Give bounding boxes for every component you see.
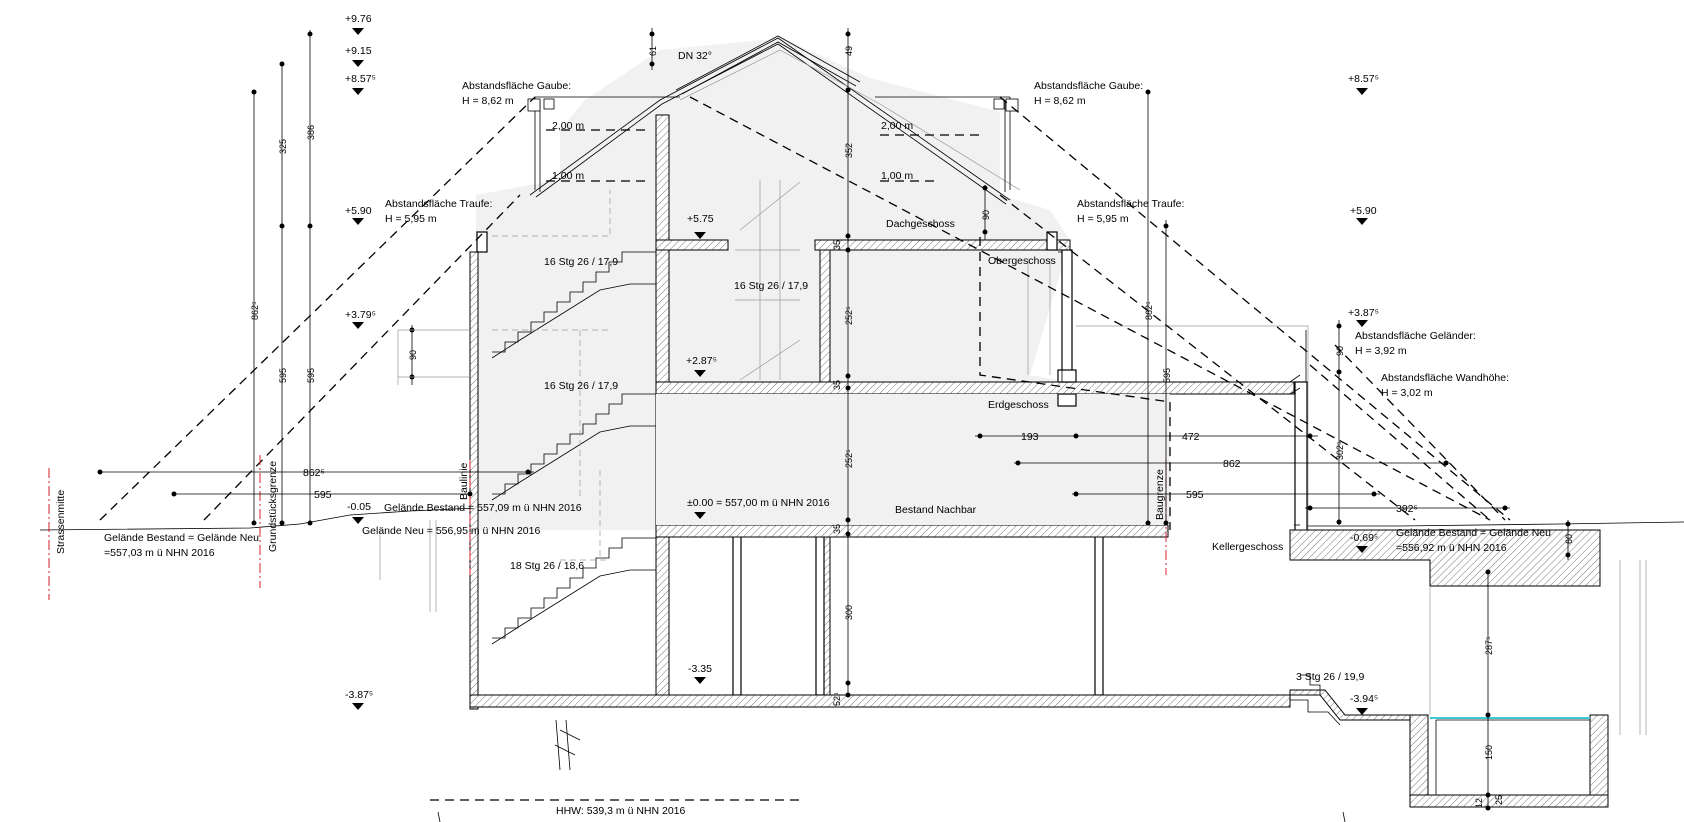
annotations: DN 32° Abstandsfläche Gaube: H = 8,62 m … [55, 50, 1551, 817]
dimension-lines [97, 28, 1571, 822]
dimension-label: 61 [648, 46, 658, 56]
dormer-left-eave [527, 98, 541, 112]
level-label: ±0.00 = 557,00 m ü NHN 2016 [687, 497, 830, 509]
level-markers [352, 28, 1368, 715]
property-line-label: Grundstücksgrenze [267, 461, 279, 552]
eaves-left-height: H = 5,95 m [385, 213, 437, 225]
offset-label: 1,00 m [552, 170, 584, 182]
level-label: +9.76 [345, 13, 372, 25]
roof-pitch-label: DN 32° [678, 50, 712, 62]
railing-title: Abstandsfläche Geländer: [1355, 330, 1476, 342]
street-center-label: Strassenmitte [55, 490, 67, 554]
dimension-label: 595 [306, 368, 316, 383]
building-line-label: Baulinie [458, 462, 470, 500]
dimension-label: 25 [1494, 795, 1504, 805]
dimension-label: 595 [1162, 368, 1172, 383]
structure [469, 114, 1647, 808]
eaves-right-height: H = 5,95 m [1077, 213, 1129, 225]
flood-level-label: HHW: 539,3 m ü NHN 2016 [556, 805, 686, 817]
level-label: +9.15 [345, 45, 372, 57]
room-labels: Dachgeschoss Obergeschoss Erdgeschoss Be… [510, 218, 1364, 683]
eaves-left-title: Abstandsfläche Traufe: [385, 198, 492, 210]
dimension-label: 35 [832, 524, 842, 534]
dimension-label: 90 [408, 350, 418, 360]
gable-left-height: H = 8,62 m [462, 95, 514, 107]
room-cellar: Kellergeschoss [1212, 541, 1283, 553]
dimension-label: 90 [1335, 346, 1345, 356]
wall-height-value: H = 3,02 m [1381, 387, 1433, 399]
building-limit-label: Baugrenze [1154, 469, 1166, 520]
level-label: +3.79⁵ [345, 309, 376, 321]
eaves-right-title: Abstandsfläche Traufe: [1077, 198, 1184, 210]
gable-right-title: Abstandsfläche Gaube: [1034, 80, 1143, 92]
dimension-label: 325 [278, 139, 288, 154]
railing-height: H = 3,92 m [1355, 345, 1407, 357]
level-label: +5.75 [687, 213, 714, 225]
dimension-label: 287⁵ [1484, 636, 1494, 655]
dimension-label: 862 [1223, 458, 1241, 470]
dimension-label: 35 [832, 380, 842, 390]
offset-label: 2,00 m [881, 120, 913, 132]
terrain-mid-label: Gelände Bestand = 557,09 m ü NHN 2016 [384, 502, 582, 514]
level-label: +8.57⁵ [1348, 73, 1379, 85]
dimension-label: 252⁵ [844, 306, 854, 325]
dimension-label: 386 [306, 125, 316, 140]
room-attic: Dachgeschoss [886, 218, 955, 230]
dimension-label: 352 [844, 143, 854, 158]
stair-label: 18 Stg 26 / 18,6 [510, 560, 584, 572]
stair-label: 16 Stg 26 / 17,9 [734, 280, 808, 292]
terrain-right-label: Gelände Bestand = Gelände Neu [1396, 527, 1551, 539]
dimension-label: 300 [844, 605, 854, 620]
dimension-label: 60 [1564, 534, 1574, 544]
stair-label: 3 Stg 26 / 19,9 [1296, 671, 1364, 683]
room-existing-neighbour: Bestand Nachbar [895, 504, 977, 516]
dimension-label: 90 [981, 210, 991, 220]
roof [527, 35, 1309, 530]
gable-right-height: H = 8,62 m [1034, 95, 1086, 107]
stair-flights [491, 180, 1321, 695]
terrain-left-value: =557,03 m ü NHN 2016 [104, 547, 215, 559]
dimension-label: 472 [1182, 431, 1200, 443]
terrain-right-value: =556,92 m ü NHN 2016 [1396, 542, 1507, 554]
terrain-left-label: Gelände Bestand = Gelände Neu [104, 532, 259, 544]
level-label: -3.35 [688, 663, 712, 675]
level-label: -3.94⁵ [1350, 693, 1378, 705]
terrain-mid-value: Gelände Neu = 556,95 m ü NHN 2016 [362, 525, 540, 537]
dimension-label: 595 [278, 368, 288, 383]
dimension-label: 252⁵ [844, 449, 854, 468]
level-label: +5.90 [1350, 205, 1377, 217]
dimension-label: 862⁵ [250, 301, 260, 320]
stair-label: 16 Stg 26 / 17,9 [544, 380, 618, 392]
dimension-label: 49 [844, 46, 854, 56]
dimension-label: 193 [1021, 431, 1039, 443]
room-upper: Obergeschoss [988, 255, 1056, 267]
level-label: -0.69⁵ [1350, 532, 1378, 544]
wall-height-title: Abstandsfläche Wandhöhe: [1381, 372, 1509, 384]
offset-label: 2,00 m [552, 120, 584, 132]
dimension-label: 595 [1186, 489, 1204, 501]
dimension-label: 12 [1474, 798, 1484, 808]
dimension-label: 52⁵ [832, 692, 842, 706]
level-label: +5.90 [345, 205, 372, 217]
distance-area-lines [99, 96, 1511, 801]
dimension-labels: 61 49 352 35 252⁵ 35 252⁵ 35 300 52⁵ 862… [250, 46, 1574, 808]
dimension-label: 862⁵ [1144, 301, 1154, 320]
level-labels: +9.76 +9.15 +8.57⁵ +8.57⁵ +5.90 +5.90 +5… [345, 13, 1379, 705]
offset-label: 1,00 m [881, 170, 913, 182]
dimension-label: 35 [832, 240, 842, 250]
level-label: -0.05 [347, 501, 371, 513]
dimension-label: 862⁵ [303, 467, 325, 479]
dimension-label: 150 [1484, 745, 1494, 760]
gable-left-title: Abstandsfläche Gaube: [462, 80, 571, 92]
dimension-label: 302⁵ [1335, 441, 1345, 460]
level-label: +8.57⁵ [345, 73, 376, 85]
stair-label: 16 Stg 26 / 17,9 [544, 256, 618, 268]
dimension-label: 392⁵ [1396, 503, 1418, 515]
level-label: +3.87⁵ [1348, 307, 1379, 319]
dimension-label: 595 [314, 489, 332, 501]
room-ground: Erdgeschoss [988, 399, 1049, 411]
level-label: -3.87⁵ [345, 689, 373, 701]
level-label: +2.87⁵ [686, 355, 717, 367]
